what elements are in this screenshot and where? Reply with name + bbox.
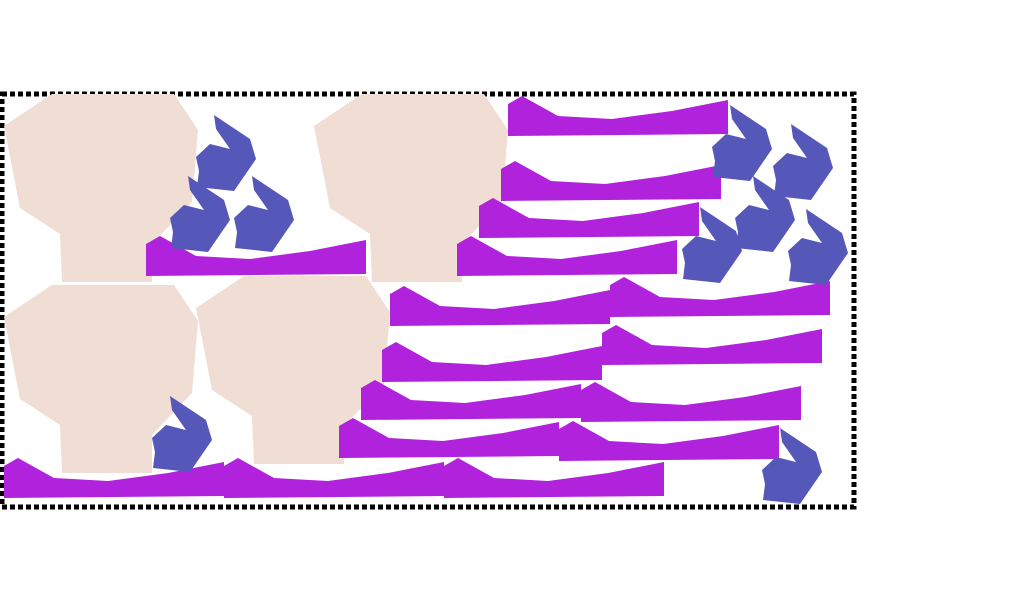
- purple-shape: [382, 342, 602, 382]
- blue-shape: [788, 209, 848, 285]
- purple-shape: [581, 382, 801, 422]
- purple-shape: [602, 325, 822, 365]
- purple-shape: [479, 198, 699, 238]
- purple-shape: [390, 286, 610, 326]
- blue-shape: [196, 115, 256, 191]
- purple-shape: [444, 458, 664, 498]
- purple-shape: [361, 380, 581, 420]
- purple-shape: [339, 418, 559, 458]
- blue-shape: [773, 124, 833, 200]
- purple-shape: [501, 161, 721, 201]
- purple-shape: [457, 236, 677, 276]
- purple-shape: [508, 96, 728, 136]
- blue-shape: [234, 176, 294, 252]
- purple-shape: [559, 421, 779, 461]
